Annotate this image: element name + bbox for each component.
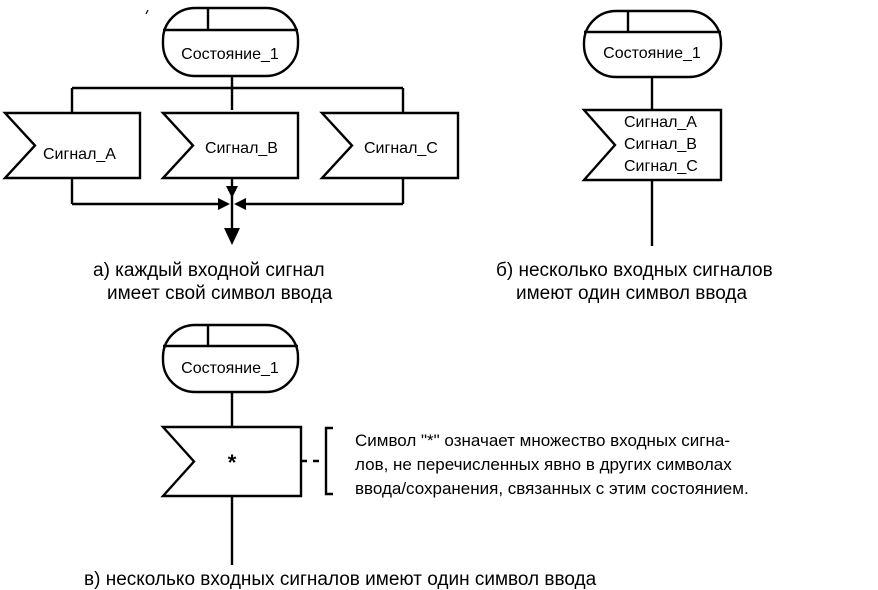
asterisk-label: * [228, 450, 237, 475]
state-label-a: Состояние_1 [181, 46, 279, 63]
caption-c: в) несколько входных сигналов имеют один… [84, 569, 597, 590]
state-symbol-c: Состояние_1 [161, 323, 300, 394]
diagram-a: Состояние_1 Сигнал_А Сигнал_В Сигнал_С [2, 6, 460, 304]
input-symbol-c: * [160, 425, 303, 498]
signal-label-a1: Сигнал_А [43, 146, 116, 163]
signal-label-b3: Сигнал_С [624, 158, 698, 175]
state-symbol-b: Состояние_1 [582, 9, 723, 79]
state-label-b: Состояние_1 [603, 45, 701, 62]
signal-label-a2: Сигнал_В [205, 140, 278, 157]
comment-bracket [324, 426, 333, 496]
diagram-c: Состояние_1 * Символ "*" означает множес… [84, 323, 749, 590]
state-symbol-a: Состояние_1 [161, 6, 300, 78]
state-label-c: Состояние_1 [181, 360, 279, 377]
input-symbol-b: Сигнал_А Сигнал_В Сигнал_С [581, 108, 723, 182]
comment-line-2: лов, не перечисленных явно в других симв… [355, 455, 732, 474]
comment-line-1: Символ "*" означает множество входных си… [355, 431, 730, 450]
input-symbol-a2: Сигнал_В [160, 111, 300, 180]
signal-label-b1: Сигнал_А [624, 114, 697, 131]
signal-label-a3: Сигнал_С [364, 140, 438, 157]
comment-line-3: ввода/сохранения, связанных с этим состо… [355, 479, 749, 498]
signal-label-b2: Сигнал_В [624, 136, 697, 153]
caption-a-line1: а) каждый входной сигнал [93, 260, 325, 281]
input-symbol-a3: Сигнал_С [319, 111, 460, 180]
caption-a-line2: имеет свой символ ввода [107, 283, 333, 304]
scan-mark [145, 9, 149, 15]
input-symbol-a1: Сигнал_А [2, 111, 142, 180]
caption-b-line1: б) несколько входных сигналов [496, 260, 773, 281]
diagram-b: Состояние_1 Сигнал_А Сигнал_В Сигнал_С б… [496, 9, 773, 304]
caption-b-line2: имеют один символ ввода [516, 283, 747, 304]
arrow-down-a [224, 228, 240, 245]
